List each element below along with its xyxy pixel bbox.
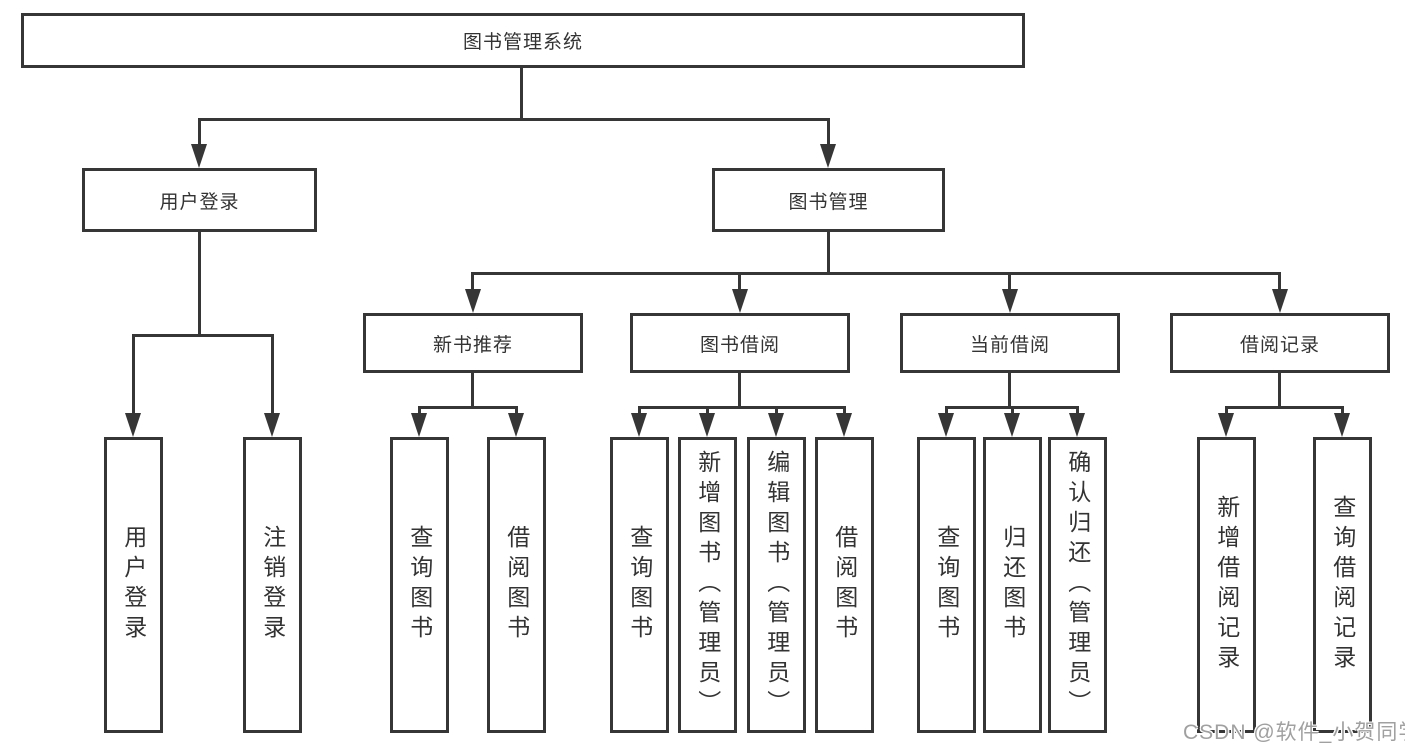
node-book-management-label: 图书管理 (788, 191, 869, 213)
arrowhead (836, 413, 852, 437)
leaf-recommend-borrow-books: 借阅图书 (487, 437, 546, 733)
leaf-user-login: 用户登录 (104, 437, 163, 733)
arrowhead (699, 413, 715, 437)
connector-line (706, 406, 709, 413)
node-new-book-recommend: 新书推荐 (363, 313, 583, 373)
node-root: 图书管理系统 (21, 13, 1025, 68)
connector-line (827, 118, 830, 146)
connector-line (520, 68, 523, 119)
connector-line (945, 406, 948, 413)
arrowhead (631, 413, 647, 437)
arrowhead (1334, 413, 1350, 437)
arrowhead (264, 413, 280, 437)
connector-line (1008, 272, 1011, 289)
arrowhead (1004, 413, 1020, 437)
leaf-borrow-books: 借阅图书 (815, 437, 874, 733)
connector-line (515, 406, 518, 413)
node-new-book-recommend-label: 新书推荐 (432, 334, 513, 356)
leaf-borrow-query-books: 查询图书 (610, 437, 669, 733)
connector-line (827, 232, 830, 273)
connector-line (198, 118, 201, 146)
connector-line (1076, 406, 1079, 413)
connector-line (638, 406, 641, 413)
leaf-return-books: 归还图书 (983, 437, 1042, 733)
node-book-management: 图书管理 (712, 168, 945, 232)
leaf-recommend-query-books-label: 查询图书 (406, 525, 433, 645)
arrowhead (191, 144, 207, 168)
leaf-confirm-return-admin-label: 确认归还（管理员） (1064, 450, 1091, 720)
node-root-label: 图书管理系统 (462, 32, 583, 53)
arrowhead (465, 289, 481, 313)
leaf-borrow-books-label: 借阅图书 (831, 525, 858, 645)
leaf-logout-label: 注销登录 (259, 525, 286, 645)
arrowhead (820, 144, 836, 168)
leaf-user-login-label: 用户登录 (120, 525, 147, 645)
connector-line (471, 373, 474, 407)
leaf-edit-books-admin-label: 编辑图书（管理员） (763, 450, 790, 720)
arrowhead (1002, 289, 1018, 313)
connector-line (132, 334, 135, 413)
connector-line (1008, 373, 1011, 407)
arrowhead (508, 413, 524, 437)
leaf-recommend-query-books: 查询图书 (390, 437, 449, 733)
arrowhead (768, 413, 784, 437)
node-book-borrow: 图书借阅 (630, 313, 850, 373)
leaf-add-books-admin-label: 新增图书（管理员） (694, 450, 721, 720)
connector-line (418, 406, 518, 409)
arrowhead (732, 289, 748, 313)
arrowhead (125, 413, 141, 437)
leaf-logout: 注销登录 (243, 437, 302, 733)
connector-line (1341, 406, 1344, 413)
leaf-recommend-borrow-books-label: 借阅图书 (503, 525, 530, 645)
arrowhead (1069, 413, 1085, 437)
connector-line (1278, 272, 1281, 289)
connector-line (1225, 406, 1228, 413)
node-book-borrow-label: 图书借阅 (699, 334, 780, 356)
node-borrow-records: 借阅记录 (1170, 313, 1390, 373)
connector-line (198, 118, 830, 121)
leaf-edit-books-admin: 编辑图书（管理员） (747, 437, 806, 733)
node-borrow-records-label: 借阅记录 (1239, 334, 1320, 356)
connector-line (471, 272, 474, 289)
node-user-login-label: 用户登录 (159, 191, 240, 213)
leaf-confirm-return-admin: 确认归还（管理员） (1048, 437, 1107, 733)
connector-line (1225, 406, 1344, 409)
watermark: CSDN @软件_小贺同学 (1183, 721, 1405, 744)
connector-line (738, 373, 741, 407)
leaf-borrow-query-books-label: 查询图书 (626, 525, 653, 645)
connector-line (1278, 373, 1281, 407)
leaf-add-books-admin: 新增图书（管理员） (678, 437, 737, 733)
leaf-current-query-books-label: 查询图书 (933, 525, 960, 645)
connector-line (198, 232, 201, 335)
connector-line (471, 272, 1281, 275)
arrowhead (1218, 413, 1234, 437)
connector-line (132, 334, 274, 337)
node-current-borrow: 当前借阅 (900, 313, 1120, 373)
connector-line (775, 406, 778, 413)
connector-line (271, 334, 274, 413)
connector-line (843, 406, 846, 413)
node-current-borrow-label: 当前借阅 (969, 334, 1050, 356)
leaf-query-borrow-record: 查询借阅记录 (1313, 437, 1372, 733)
arrowhead (1272, 289, 1288, 313)
leaf-return-books-label: 归还图书 (999, 525, 1026, 645)
leaf-add-borrow-record: 新增借阅记录 (1197, 437, 1256, 733)
node-user-login: 用户登录 (82, 168, 317, 232)
connector-line (738, 272, 741, 289)
connector-line (638, 406, 846, 409)
arrowhead (938, 413, 954, 437)
leaf-add-borrow-record-label: 新增借阅记录 (1213, 495, 1240, 675)
leaf-current-query-books: 查询图书 (917, 437, 976, 733)
leaf-query-borrow-record-label: 查询借阅记录 (1329, 495, 1356, 675)
arrowhead (411, 413, 427, 437)
connector-line (418, 406, 421, 413)
connector-line (1011, 406, 1014, 413)
